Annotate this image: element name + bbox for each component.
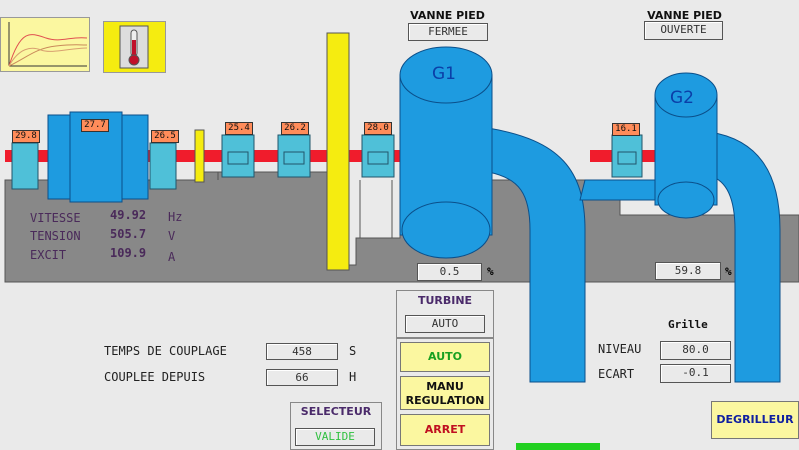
- temps-couplage-label: TEMPS DE COUPLAGE: [104, 344, 227, 358]
- turbine-panel: TURBINE AUTO: [396, 290, 494, 338]
- temps-couplage-value: 458: [266, 343, 338, 360]
- opening-g2-field: 59.8: [655, 262, 721, 280]
- selecteur-panel: SELECTEUR VALIDE: [290, 402, 382, 450]
- auto-button[interactable]: AUTO: [400, 342, 490, 372]
- vanne-g2-state: OUVERTE: [644, 21, 723, 40]
- excit-value: 109.9: [110, 246, 147, 260]
- opening-g1-unit: %: [487, 265, 494, 278]
- ecart-value: -0.1: [660, 364, 731, 383]
- tension-label: TENSION: [30, 229, 81, 243]
- couplee-depuis-unit: H: [349, 370, 357, 384]
- thermometer-button[interactable]: [103, 21, 166, 73]
- trend-chart-icon: [8, 22, 88, 67]
- turbine-mode: AUTO: [405, 315, 485, 333]
- vanne-g1-state: FERMEE: [408, 23, 488, 41]
- grille-title: Grille: [668, 318, 708, 331]
- vitesse-unit: Hz: [168, 210, 183, 224]
- excit-label: EXCIT: [30, 248, 67, 262]
- niveau-label: NIVEAU: [598, 342, 642, 356]
- group-g1-label[interactable]: G1: [432, 64, 456, 84]
- opening-g2-unit: %: [725, 265, 732, 278]
- temp-badge-2: 27.7: [81, 119, 109, 132]
- excit-unit: A: [168, 250, 176, 264]
- temp-badge-4: 25.4: [225, 122, 253, 135]
- gate-bar: [326, 32, 350, 271]
- manu-regulation-button[interactable]: MANU REGULATION: [400, 376, 490, 410]
- temp-badge-6: 28.0: [364, 122, 392, 135]
- selecteur-title: SELECTEUR: [300, 405, 372, 418]
- tension-unit: V: [168, 229, 176, 243]
- vanne-g2-label: VANNE PIED: [647, 9, 722, 22]
- opening-g1-field: 0.5: [417, 263, 482, 281]
- niveau-value: 80.0: [660, 341, 731, 360]
- temps-couplage-unit: S: [349, 344, 357, 358]
- penstock-g1: [487, 127, 586, 383]
- trend-chart-button[interactable]: [0, 17, 90, 72]
- vanne-g1-label: VANNE PIED: [410, 9, 485, 22]
- degrilleur-button[interactable]: DEGRILLEUR: [711, 401, 799, 439]
- vitesse-value: 49.92: [110, 208, 147, 222]
- group-g2-label[interactable]: G2: [670, 88, 694, 108]
- tension-value: 505.7: [110, 227, 147, 241]
- selecteur-value[interactable]: VALIDE: [295, 428, 375, 446]
- temp-badge-5: 26.2: [281, 122, 309, 135]
- couplee-depuis-value: 66: [266, 369, 338, 386]
- arret-button[interactable]: ARRET: [400, 414, 490, 446]
- temp-badge-7: 16.1: [612, 123, 640, 136]
- coupling-flag: [194, 129, 205, 183]
- status-strip: [516, 443, 600, 450]
- penstock-g2: [709, 131, 781, 383]
- couplee-depuis-label: COUPLEE DEPUIS: [104, 370, 206, 384]
- temp-badge-1: 29.8: [12, 130, 40, 143]
- ecart-label: ECART: [598, 367, 635, 381]
- thermometer-icon: [119, 25, 149, 69]
- turbine-title: TURBINE: [417, 294, 473, 307]
- vitesse-label: VITESSE: [30, 211, 81, 225]
- temp-badge-3: 26.5: [151, 130, 179, 143]
